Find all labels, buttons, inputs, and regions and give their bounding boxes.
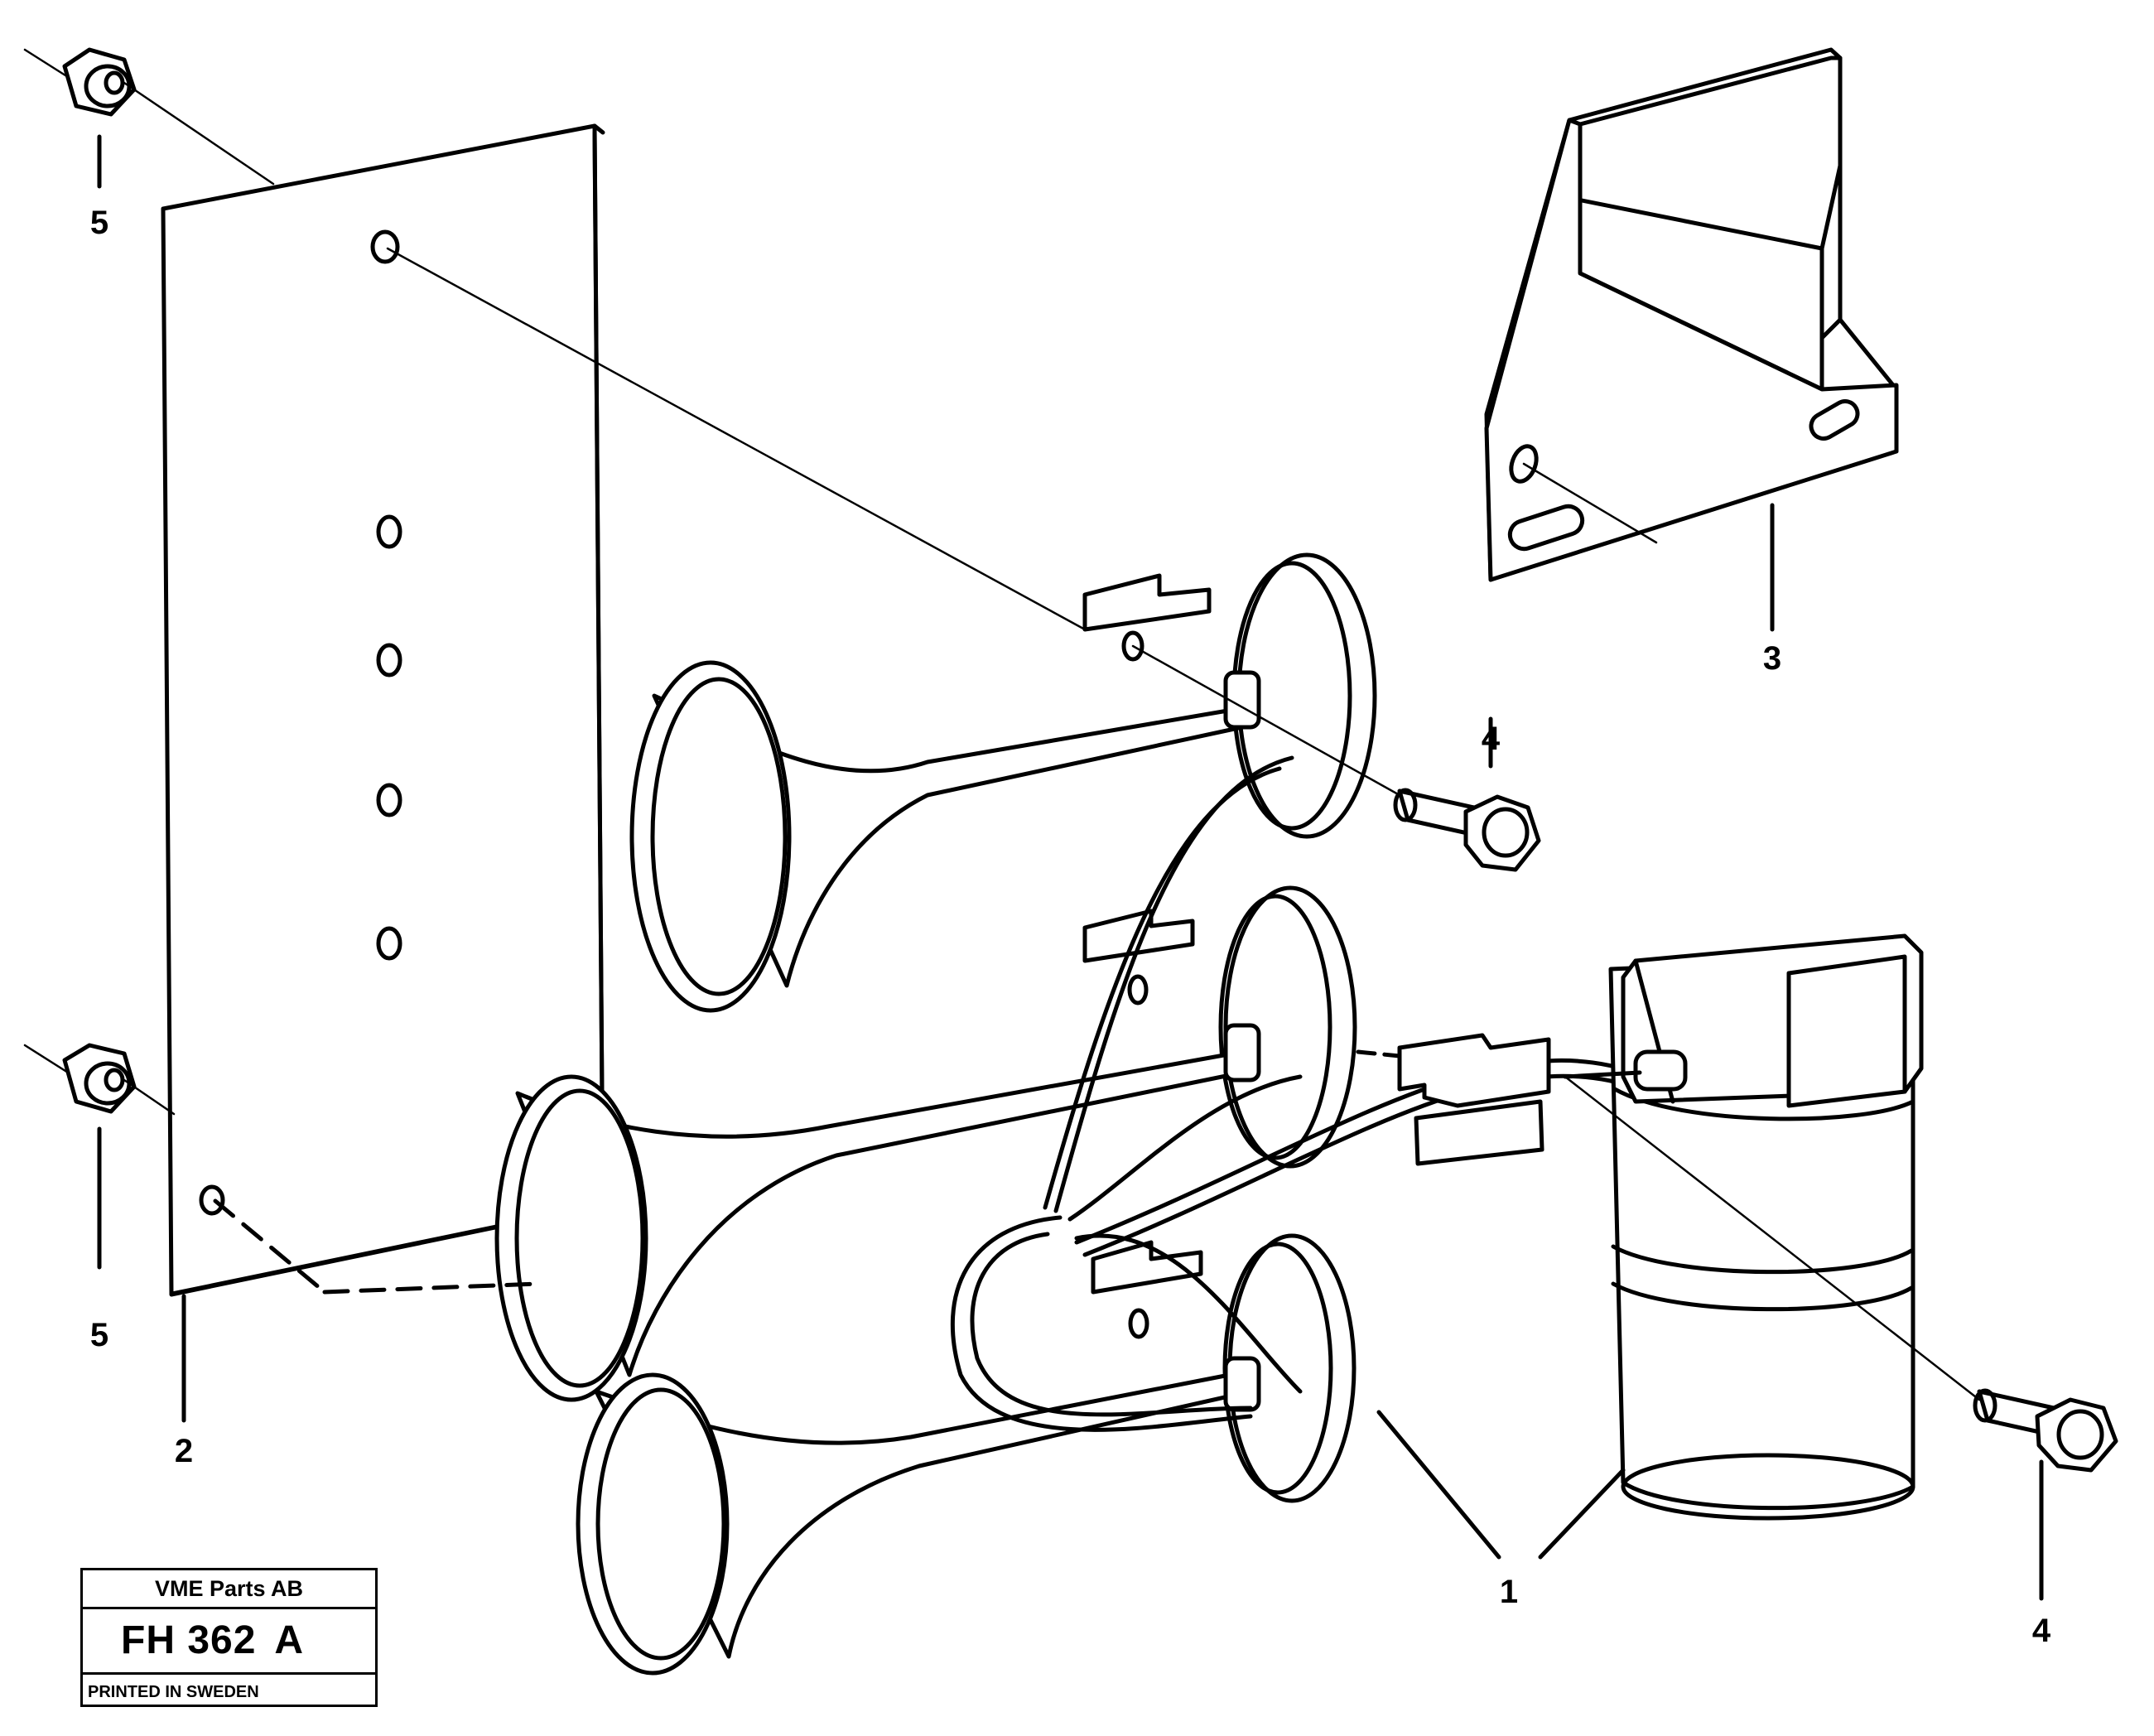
callout-5-bottom: 5 (90, 1317, 108, 1353)
cover-bracket (1484, 47, 1899, 582)
bolt-bottom (1973, 1388, 2118, 1473)
bolt-top (1393, 788, 1541, 872)
title-block: VME Parts AB FH 362 A PRINTED IN SWEDEN (80, 1568, 378, 1707)
plate-holes (199, 229, 402, 1216)
callout-1: 1 (1500, 1574, 1518, 1610)
assembly-lines (213, 247, 1981, 1401)
drawing-number: FH 362 (121, 1618, 257, 1662)
callout-4-top: 4 (1482, 721, 1501, 757)
nut-top (23, 47, 275, 186)
title-block-printed: PRINTED IN SWEDEN (88, 1683, 259, 1701)
callout-5-top: 5 (90, 205, 108, 241)
leader-lines (97, 134, 2044, 1601)
horn-middle (494, 885, 1357, 1402)
horn-bottom (576, 1233, 1356, 1676)
callouts: 1 2 3 4 4 5 5 (90, 205, 2051, 1649)
title-block-drawing-code: FH 362 A (83, 1609, 375, 1675)
air-hoses (950, 755, 1642, 1432)
title-block-company: VME Parts AB (83, 1570, 375, 1609)
drawing-revision: A (274, 1618, 305, 1662)
callout-4-bottom: 4 (2032, 1613, 2051, 1649)
callout-2: 2 (175, 1433, 193, 1469)
nut-bottom (23, 1043, 176, 1116)
valve-unit (1397, 933, 1924, 1521)
callout-3: 3 (1763, 640, 1781, 677)
